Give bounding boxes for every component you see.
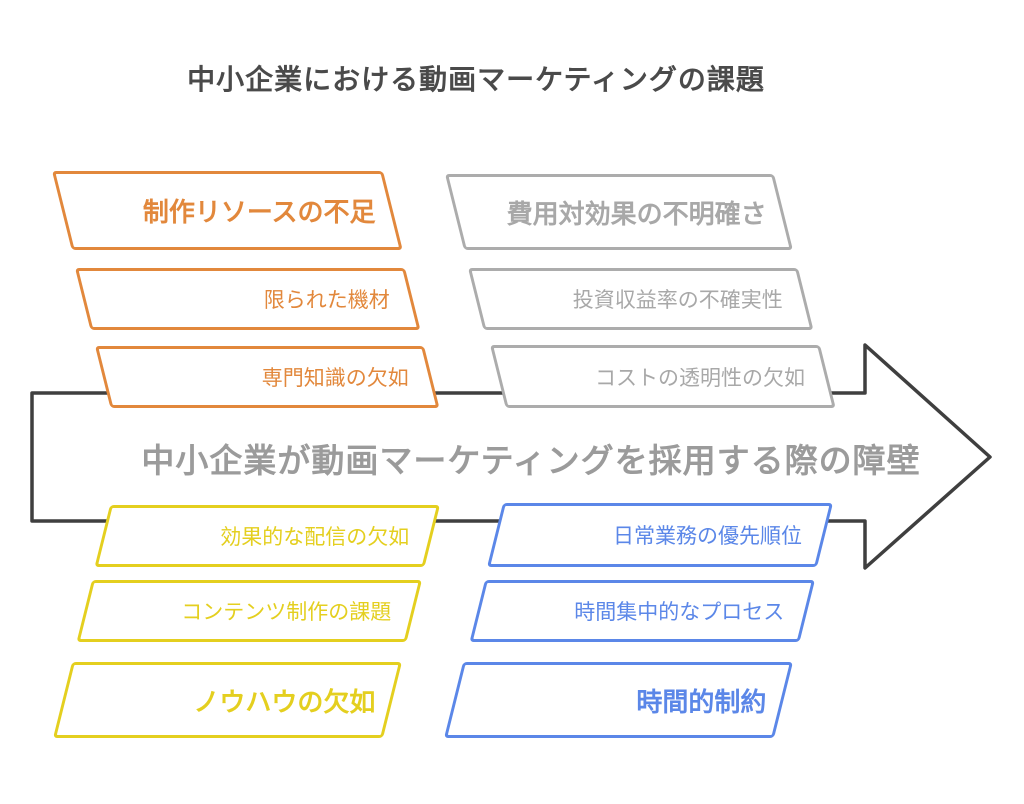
group-cost-effectiveness-header: 費用対効果の不明確さ [445, 174, 793, 250]
group-know-how-header: ノウハウの欠如 [53, 662, 402, 738]
item-label: コンテンツ制作の課題 [181, 601, 392, 624]
group-cost-effectiveness-item-1: 投資収益率の不確実性 [468, 268, 814, 330]
group-time-constraints-item-2: 時間集中的なプロセス [469, 580, 815, 642]
group-header-label: 費用対効果の不明確さ [506, 198, 767, 229]
page-title: 中小企業における動画マーケティングの課題 [187, 64, 765, 95]
item-label: 日常業務の優先順位 [613, 525, 803, 548]
item-label: 投資収益率の不確実性 [572, 289, 783, 312]
item-label: 専門知識の欠如 [261, 367, 409, 390]
group-time-constraints-header: 時間的制約 [444, 662, 793, 738]
item-label: 限られた機材 [263, 289, 390, 312]
group-header-label: 時間的制約 [636, 686, 767, 717]
item-label: 時間集中的なプロセス [574, 601, 785, 624]
group-header-label: 制作リソースの不足 [143, 197, 376, 227]
group-production-resources-item-2: 専門知識の欠如 [95, 346, 440, 408]
group-cost-effectiveness-item-2: コストの透明性の欠如 [490, 345, 836, 408]
group-header-label: ノウハウの欠如 [193, 686, 376, 717]
group-time-constraints-item-1: 日常業務の優先順位 [487, 503, 833, 567]
item-label: 効果的な配信の欠如 [220, 526, 410, 549]
group-know-how-item-1: 効果的な配信の欠如 [94, 505, 441, 567]
group-know-how-item-2: コンテンツ制作の課題 [76, 580, 423, 642]
item-label: コストの透明性の欠如 [594, 366, 805, 390]
barrier-arrow-label: 中小企業が動画マーケティングを採用する際の障壁 [141, 442, 921, 479]
group-production-resources-header: 制作リソースの不足 [52, 171, 403, 250]
group-production-resources-item-1: 限られた機材 [75, 268, 421, 330]
